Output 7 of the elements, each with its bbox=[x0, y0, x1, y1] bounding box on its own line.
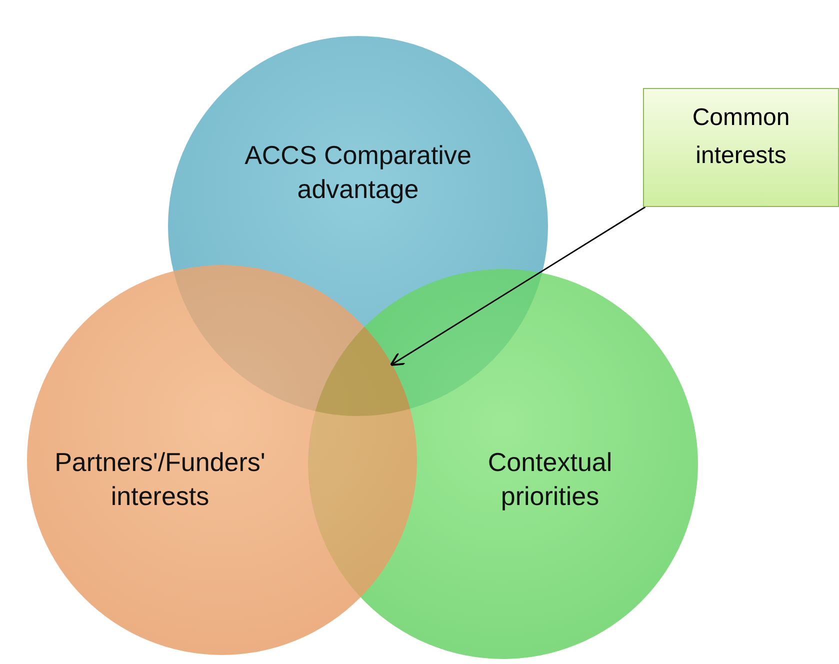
leader-arrow bbox=[390, 206, 646, 366]
callout-box bbox=[643, 88, 839, 207]
circle-label: Contextual priorities bbox=[486, 446, 614, 513]
circle-label: ACCS Comparative advantage bbox=[244, 139, 472, 206]
overlap-region bbox=[315, 326, 410, 416]
callout-text: Common interests bbox=[691, 103, 791, 171]
circle-label: Partners'/Funders' interests bbox=[54, 446, 266, 513]
